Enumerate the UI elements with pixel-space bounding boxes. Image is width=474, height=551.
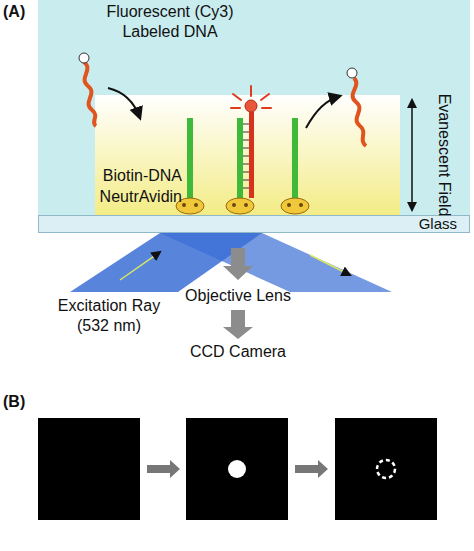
dna-label: Fluorescent (Cy3) Labeled DNA bbox=[95, 2, 245, 42]
excitation-label: Excitation Ray (532 nm) bbox=[44, 296, 174, 336]
ccd-frame bbox=[186, 418, 288, 520]
process-arrow bbox=[223, 310, 253, 339]
labeled-dna-hybridized bbox=[249, 112, 254, 198]
glass-slab: Glass bbox=[38, 215, 470, 233]
biotin-label: Biotin-DNA bbox=[96, 166, 182, 186]
reflected-beam bbox=[160, 233, 392, 292]
neutravidin-pocket bbox=[182, 203, 303, 207]
panel-letter: (A) bbox=[3, 2, 25, 22]
node-text: Objective Lens bbox=[185, 286, 291, 306]
cy3-dye bbox=[347, 68, 357, 78]
binding-arrow bbox=[108, 88, 140, 118]
buffer-region bbox=[38, 0, 470, 215]
node-text: Glass bbox=[39, 216, 457, 232]
ccd-frame bbox=[335, 418, 437, 520]
bleached-spot bbox=[377, 460, 395, 478]
release-arrow bbox=[306, 96, 340, 128]
biotin-dna bbox=[237, 118, 243, 200]
camera-label-node: CCD Camera bbox=[186, 340, 290, 364]
ray-arrow bbox=[120, 252, 160, 280]
field-arrow bbox=[411, 100, 413, 210]
process-arrow bbox=[223, 248, 253, 280]
biotin-dna bbox=[292, 118, 298, 200]
biotin-dna bbox=[187, 118, 193, 200]
cy3-dye bbox=[79, 53, 89, 63]
panel-letter: (B) bbox=[3, 392, 25, 412]
labeled-dna-free bbox=[353, 78, 366, 146]
fluorescence-rays bbox=[231, 86, 271, 108]
ccd-frame bbox=[38, 418, 140, 520]
ray-arrow bbox=[310, 255, 350, 275]
field-label: Evanescent Field bbox=[434, 94, 454, 217]
labeled-dna-free bbox=[84, 62, 96, 126]
sequence-arrow bbox=[147, 460, 328, 478]
node-text: CCD Camera bbox=[190, 342, 286, 362]
neutravidin-label: NeutrAvidin bbox=[84, 187, 182, 207]
base-pairs bbox=[243, 124, 249, 188]
cy3-dye-lit bbox=[245, 100, 257, 112]
lens-label-node: Objective Lens bbox=[181, 284, 295, 308]
fluorescent-spot bbox=[228, 460, 246, 478]
neutravidin bbox=[176, 198, 309, 214]
